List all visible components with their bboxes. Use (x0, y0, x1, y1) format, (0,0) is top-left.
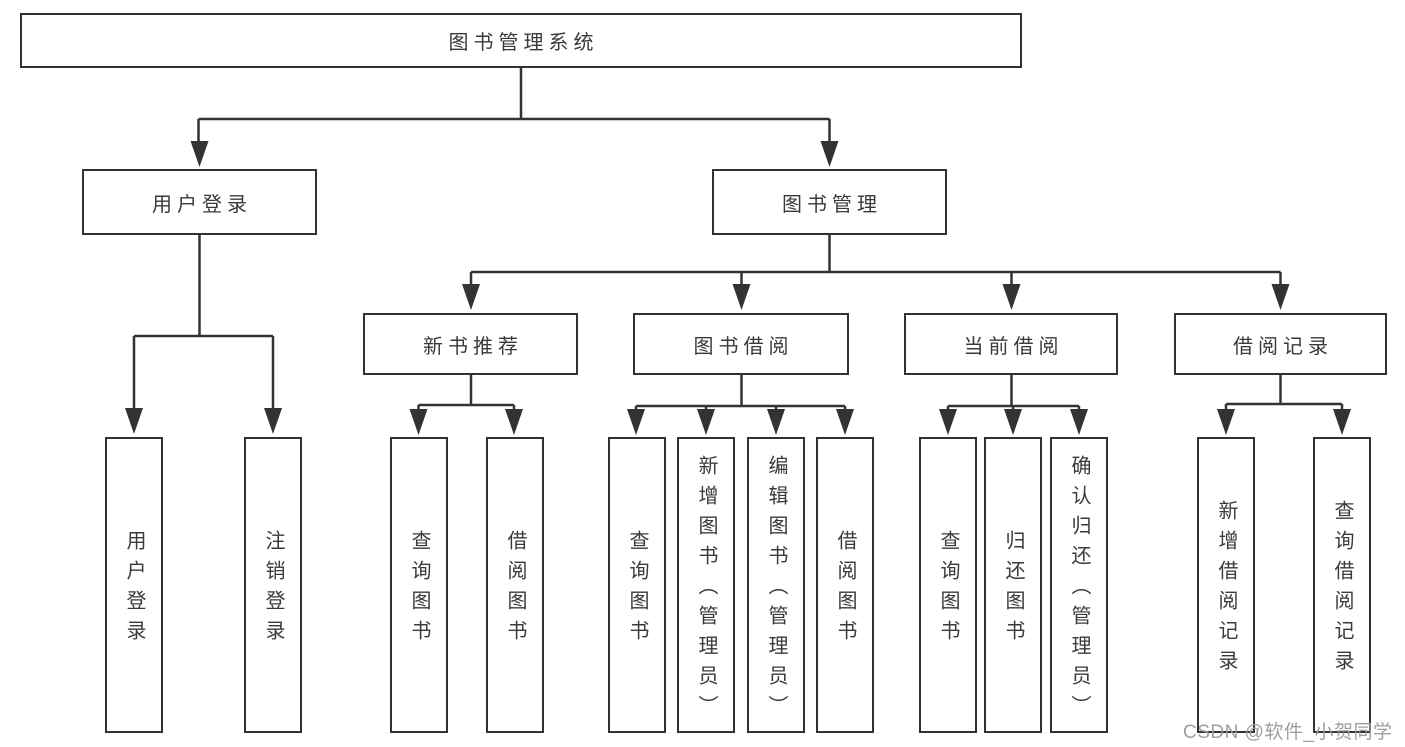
node-current-borrow: 当前借阅 (904, 313, 1118, 375)
node-new-book-recommend: 新书推荐 (363, 313, 578, 375)
leaf-logout: 注销登录 (244, 437, 302, 733)
leaf-query-borrow-record: 查询借阅记录 (1313, 437, 1371, 733)
node-borrow-records: 借阅记录 (1174, 313, 1387, 375)
leaf-user-login: 用户登录 (105, 437, 163, 733)
leaf-return-book: 归还图书 (984, 437, 1042, 733)
leaf-query-book-borrow: 查询图书 (608, 437, 666, 733)
node-book-borrow: 图书借阅 (633, 313, 849, 375)
leaf-query-book-recommend: 查询图书 (390, 437, 448, 733)
watermark-text: CSDN @软件_小贺同学 (1183, 722, 1393, 743)
leaf-confirm-return-admin: 确认归还（管理员） (1050, 437, 1108, 733)
leaf-edit-book-admin: 编辑图书（管理员） (747, 437, 805, 733)
leaf-add-book-admin: 新增图书（管理员） (677, 437, 735, 733)
leaf-add-borrow-record: 新增借阅记录 (1197, 437, 1255, 733)
node-root-library-system: 图书管理系统 (20, 13, 1022, 68)
leaf-query-book-current: 查询图书 (919, 437, 977, 733)
leaf-borrow-book-recommend: 借阅图书 (486, 437, 544, 733)
node-user-login: 用户登录 (82, 169, 317, 235)
connector-arrowheads (125, 141, 1351, 435)
node-book-management: 图书管理 (712, 169, 947, 235)
leaf-borrow-book: 借阅图书 (816, 437, 874, 733)
